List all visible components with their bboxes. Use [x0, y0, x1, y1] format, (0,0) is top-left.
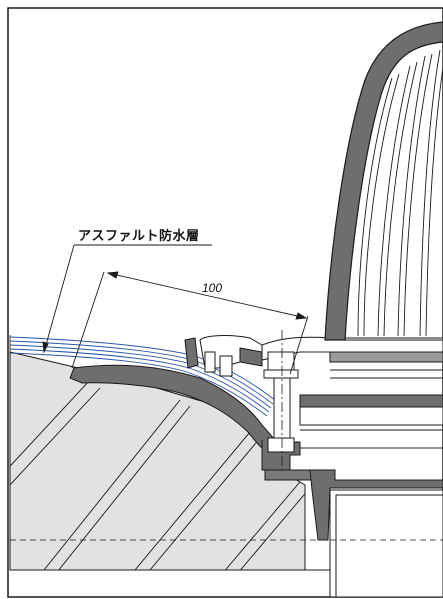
drawing-border [7, 7, 443, 598]
leader-line [42, 244, 212, 354]
bolt-head [267, 351, 295, 371]
washer [263, 369, 299, 379]
dimension-line [71, 271, 309, 375]
dimension-label: 100 [202, 281, 222, 295]
hatch-line [119, 425, 271, 570]
dome-strainer [324, 21, 443, 341]
hatch-line [109, 419, 261, 570]
waterproof-layer-label: アスファルト防水層 [78, 228, 200, 243]
drain-body [10, 394, 443, 598]
asphalt-waterproof-layers [9, 335, 276, 417]
hatch-line [199, 469, 305, 570]
arrowhead-right [295, 312, 308, 320]
hatch-line [209, 475, 305, 570]
hatch-line [10, 387, 101, 529]
extension-line-right [289, 315, 309, 375]
hatch-line [10, 379, 91, 521]
clamp-ring [184, 335, 443, 379]
hatch-line [19, 399, 181, 570]
hatch-line [29, 405, 191, 570]
nut [267, 437, 295, 453]
dimension-arrow-line [107, 272, 307, 319]
anchor-bolt [263, 330, 299, 470]
extension-line-left [71, 271, 105, 369]
concrete-slab [9, 351, 331, 597]
arrowhead-left [106, 271, 119, 279]
